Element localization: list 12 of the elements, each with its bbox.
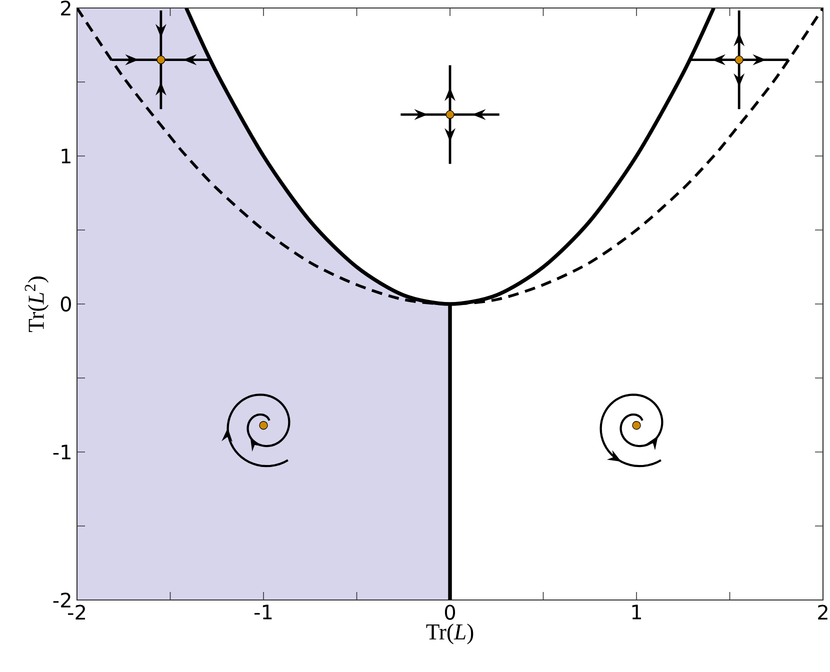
x-axis-title: Tr(L) xyxy=(426,624,474,644)
y-tick-label: -1 xyxy=(53,444,70,460)
y-tick-label: 2 xyxy=(61,0,70,16)
y-tick-label: 1 xyxy=(62,148,70,164)
x-tick-label: -1 xyxy=(254,604,272,620)
line-series xyxy=(77,8,824,306)
x-tick-label: 2 xyxy=(818,604,828,620)
y-axis-title: Tr(L$^{2}$) xyxy=(24,276,49,332)
y-tick-label: -2 xyxy=(53,592,70,608)
y-tick-label: 0 xyxy=(60,296,71,312)
x-tick-label: 0 xyxy=(444,604,456,620)
x-tick-label: 1 xyxy=(632,604,642,620)
